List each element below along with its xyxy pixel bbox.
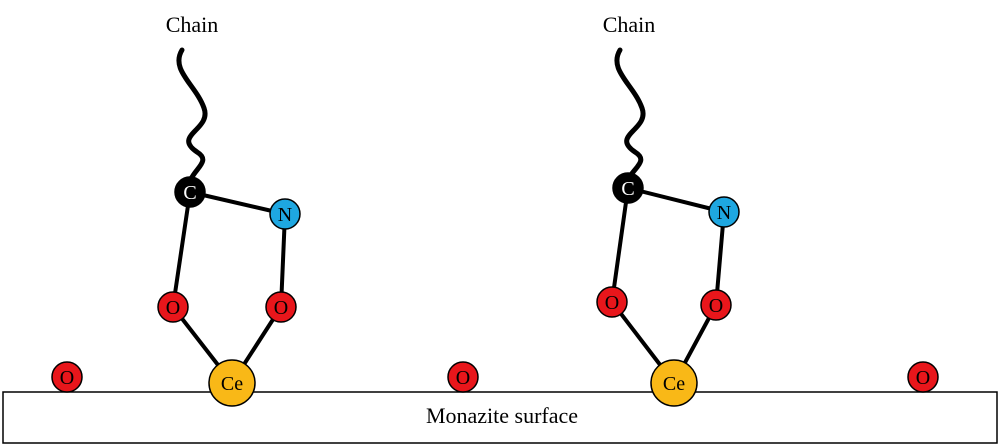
svg-text:N: N [278,204,292,226]
oxygen-atom: O [700,289,732,321]
monazite-surface: Monazite surface [2,391,998,444]
svg-text:N: N [717,202,731,224]
svg-text:O: O [709,295,723,317]
molecule-right: Chain C N O O Ce [596,12,740,407]
surface-oxygen-group: O O O [51,361,939,393]
nitrogen-atom: N [708,196,740,228]
svg-text:O: O [60,367,74,389]
cerium-atom: Ce [650,359,698,407]
molecule-left: Chain C N O O Ce [157,12,301,407]
svg-text:O: O [274,297,288,319]
bond-c-n [626,186,726,214]
surface-label: Monazite surface [426,403,578,428]
svg-text:O: O [166,297,180,319]
svg-text:Ce: Ce [663,373,685,395]
chain-label: Chain [166,12,219,37]
svg-text:O: O [456,367,470,389]
svg-text:O: O [916,367,930,389]
carbon-atom: C [174,176,206,208]
oxygen-atom: O [265,291,297,323]
bond-c-n [188,190,287,216]
nitrogen-atom: N [269,198,301,230]
svg-text:C: C [621,178,634,200]
surface-oxygen-atom: O [907,361,939,393]
alkyl-chain [176,47,208,193]
svg-text:O: O [605,292,619,314]
oxygen-atom: O [596,286,628,318]
cerium-atom: Ce [208,359,256,407]
surface-oxygen-atom: O [447,361,479,393]
surface-slab [2,391,998,444]
surface-oxygen-atom: O [51,361,83,393]
chain-label: Chain [603,12,656,37]
bond-c-o [610,186,630,304]
oxygen-atom: O [157,291,189,323]
alkyl-chain [614,47,646,191]
svg-text:C: C [183,182,196,204]
svg-text:Ce: Ce [221,373,243,395]
carbon-atom: C [612,172,644,204]
bond-c-o [171,190,192,309]
